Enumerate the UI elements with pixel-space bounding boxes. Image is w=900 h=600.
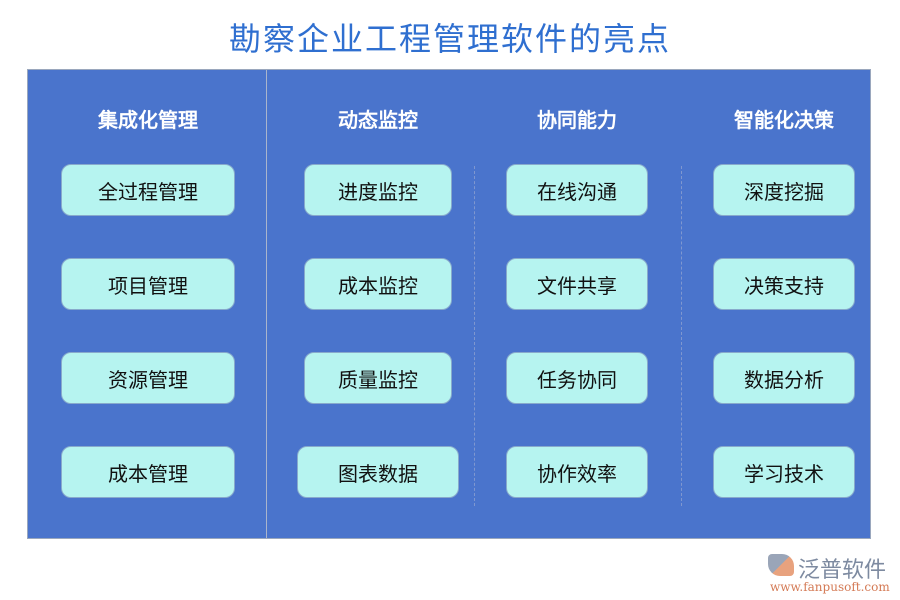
column-header: 协同能力	[537, 108, 617, 132]
highlights-panel: 集成化管理全过程管理项目管理资源管理成本管理 动态监控进度监控成本监控质量监控图表…	[27, 69, 871, 539]
feature-box: 成本监控	[304, 258, 452, 310]
column-header: 动态监控	[338, 108, 418, 132]
feature-box: 文件共享	[506, 258, 648, 310]
feature-box: 图表数据	[297, 446, 459, 498]
divider	[266, 70, 267, 538]
feature-box: 进度监控	[304, 164, 452, 216]
feature-box: 协作效率	[506, 446, 648, 498]
feature-box: 全过程管理	[61, 164, 235, 216]
feature-box: 质量监控	[304, 352, 452, 404]
column-header: 智能化决策	[734, 108, 834, 132]
feature-box: 成本管理	[61, 446, 235, 498]
divider	[474, 166, 475, 506]
feature-box: 深度挖掘	[713, 164, 855, 216]
feature-box: 项目管理	[61, 258, 235, 310]
logo-icon	[768, 554, 794, 576]
page-title: 勘察企业工程管理软件的亮点	[228, 20, 671, 58]
logo-url: www.fanpusoft.com	[770, 580, 890, 594]
feature-box: 在线沟通	[506, 164, 648, 216]
feature-box: 决策支持	[713, 258, 855, 310]
logo-name: 泛普软件	[798, 558, 887, 583]
column-header: 集成化管理	[98, 108, 198, 132]
feature-box: 任务协同	[506, 352, 648, 404]
feature-box: 数据分析	[713, 352, 855, 404]
feature-box: 学习技术	[713, 446, 855, 498]
divider	[681, 166, 682, 506]
feature-box: 资源管理	[61, 352, 235, 404]
